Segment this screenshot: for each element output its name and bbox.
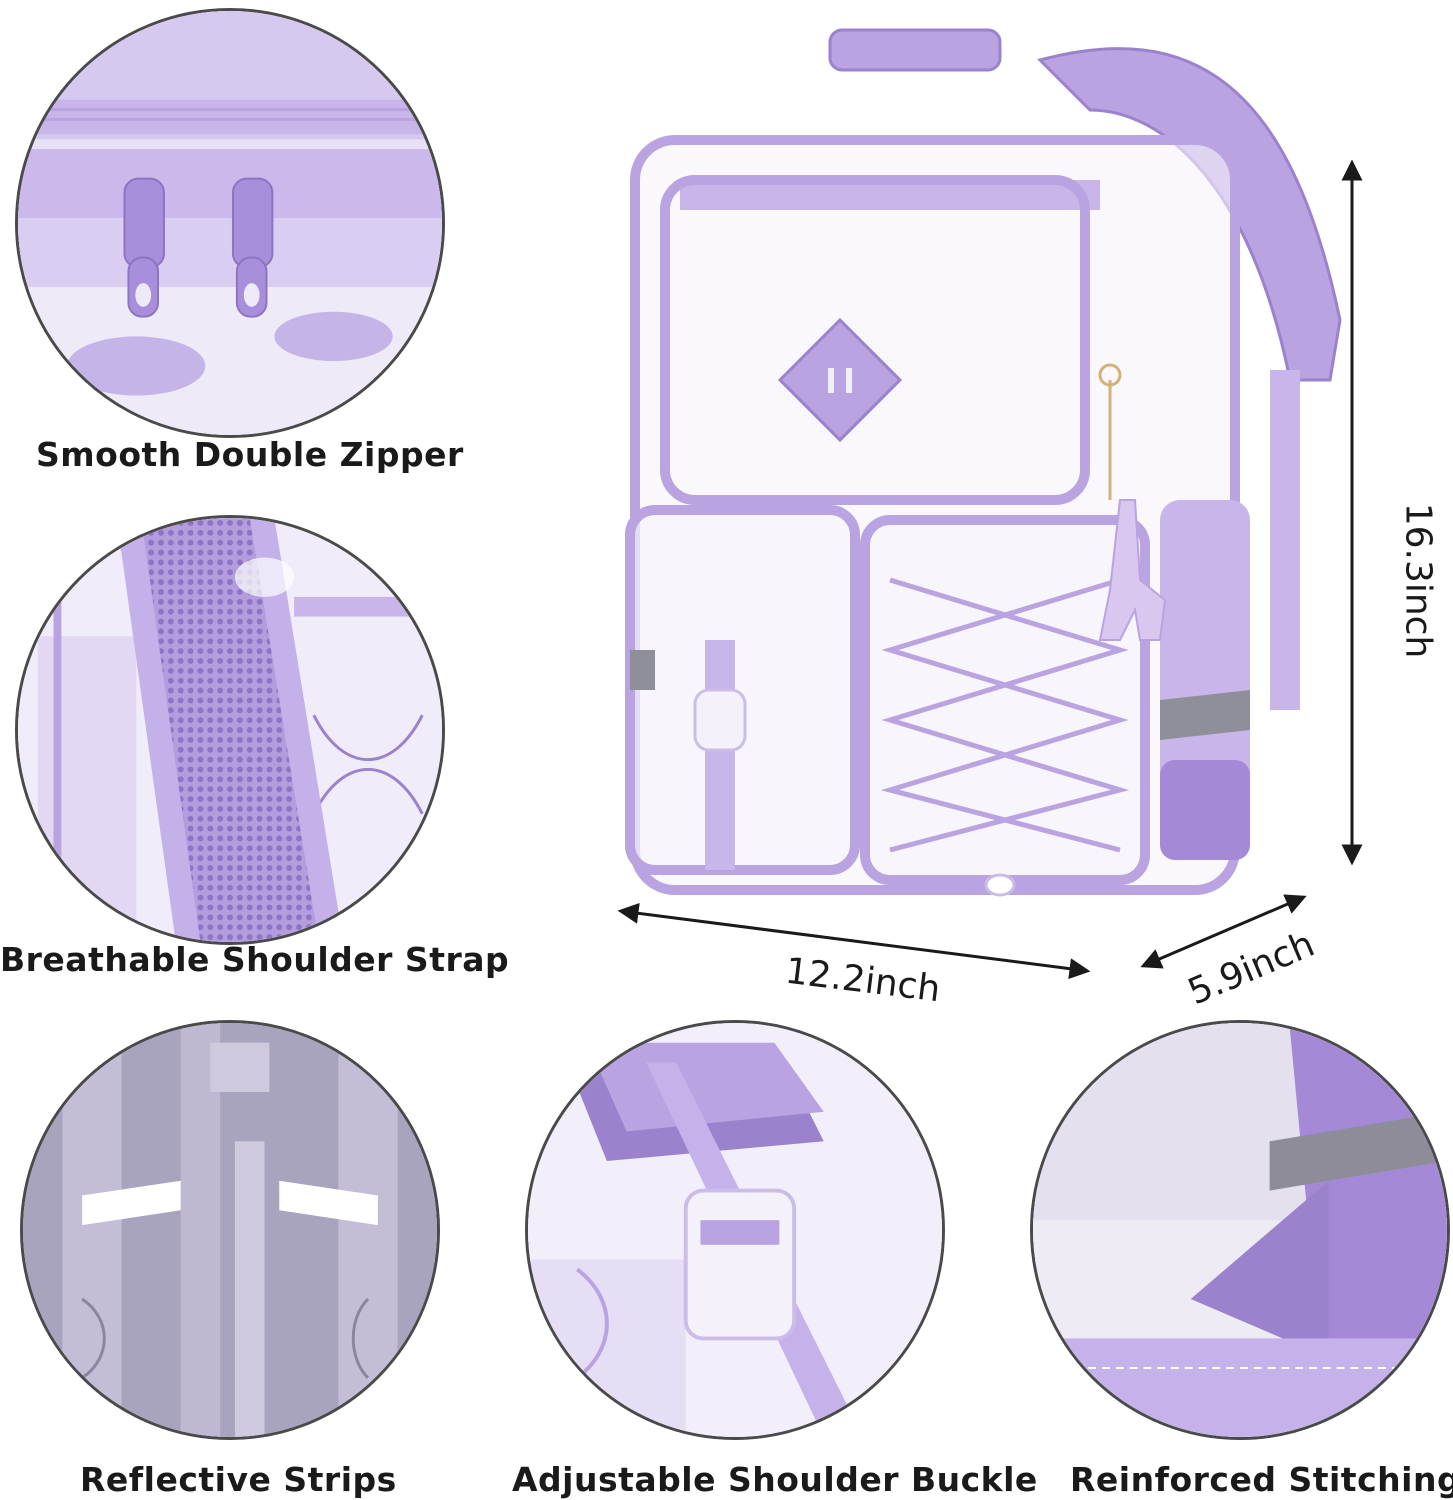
backpack-strap-tail <box>1270 370 1300 710</box>
caption-stitching: Reinforced Stitching <box>1070 1460 1453 1499</box>
zipper-detail-image <box>15 8 445 438</box>
bear-buckle <box>693 688 747 752</box>
height-dimension-label: 16.3inch <box>1397 502 1439 659</box>
caption-reflective: Reflective Strips <box>80 1460 397 1499</box>
backpack-lower-right-pocket <box>860 515 1150 885</box>
backpack-diamond-patch <box>777 317 903 443</box>
width-arrow <box>617 902 1091 980</box>
buckle-detail-image <box>525 1020 945 1440</box>
strap-detail-image <box>15 515 445 945</box>
stitching-illustration <box>1033 1023 1447 1437</box>
depth-arrow <box>1140 894 1307 969</box>
backpack-lower-left-pocket <box>625 505 860 875</box>
giraffe-keychain <box>1098 499 1167 641</box>
strap-illustration <box>18 518 442 942</box>
caption-strap: Breathable Shoulder Strap <box>0 940 510 979</box>
bungee-cord <box>880 577 1130 853</box>
buckle-illustration <box>528 1023 942 1437</box>
zipper-illustration <box>18 11 442 435</box>
caption-buckle: Adjustable Shoulder Buckle <box>512 1460 1038 1499</box>
reflective-illustration <box>23 1023 437 1437</box>
backpack-top-handle <box>828 28 1002 72</box>
backpack-side-reflective-strip <box>1160 690 1250 740</box>
stitching-detail-image <box>1030 1020 1450 1440</box>
reflective-detail-image <box>20 1020 440 1440</box>
backpack-front-pocket <box>660 175 1090 505</box>
backpack-shoulder-strap <box>1037 47 1342 382</box>
backpack-product-image <box>617 28 1363 980</box>
caption-zipper: Smooth Double Zipper <box>36 435 464 474</box>
